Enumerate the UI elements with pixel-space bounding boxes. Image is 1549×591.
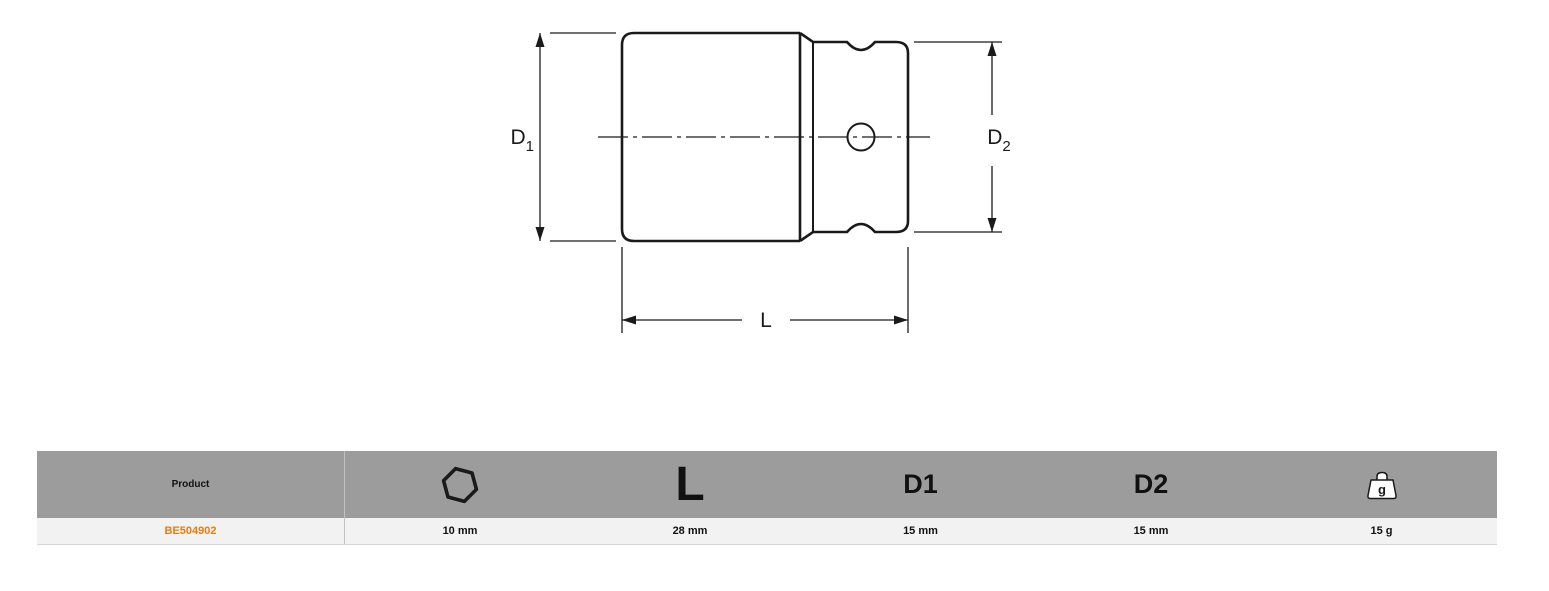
header-weight: g (1266, 451, 1497, 518)
socket-technical-drawing: D1 D2 L (510, 31, 1011, 333)
header-d1: D1 (805, 451, 1036, 518)
d2-dimension-label: D2 (987, 126, 1011, 155)
d2-arrow-down (987, 218, 997, 232)
dimension-arrows (535, 33, 997, 325)
length-dimension-label: L (760, 309, 772, 332)
spec-table-row: BE504902 10 mm 28 mm 15 mm 15 mm 15 g (37, 518, 1497, 545)
spec-table-header: Product L D1 D2 g (37, 451, 1497, 518)
length-value: 28 mm (672, 525, 708, 537)
spec-table: Product L D1 D2 g (37, 451, 1497, 545)
length-cell: 28 mm (575, 518, 805, 544)
dimension-labels: D1 D2 L (510, 126, 1010, 332)
l-arrow-right (894, 315, 908, 325)
socket-outline (620, 31, 910, 243)
hex-size-cell: 10 mm (345, 518, 575, 544)
product-cell: BE504902 (37, 518, 345, 544)
d2-value: 15 mm (1133, 525, 1169, 537)
hex-size-value: 10 mm (442, 525, 478, 537)
d1-cell: 15 mm (805, 518, 1036, 544)
d2-header-label: D2 (1133, 469, 1169, 499)
product-code-link[interactable]: BE504902 (164, 525, 217, 537)
dimension-lines (539, 32, 1002, 333)
ball-hole (846, 122, 876, 152)
d1-arrow-up (535, 33, 545, 47)
d1-header-label: D1 (903, 469, 938, 499)
d2-cell: 15 mm (1036, 518, 1266, 544)
header-d2: D2 (1036, 451, 1266, 518)
header-hex (345, 451, 575, 518)
l-arrow-left (622, 315, 636, 325)
product-header-label: Product (171, 479, 210, 490)
d1-arrow-down (535, 227, 545, 241)
d1-value: 15 mm (903, 525, 938, 537)
d2-arrow-up (987, 42, 997, 56)
d1-dimension-label: D1 (510, 126, 534, 155)
weight-cell: 15 g (1266, 518, 1497, 544)
header-product: Product (37, 451, 345, 518)
hexagon-icon (441, 466, 479, 503)
weight-unit-label: g (1378, 482, 1386, 497)
socket-body-outline (620, 31, 800, 243)
socket-drive-outline (799, 31, 910, 243)
header-length: L (575, 451, 805, 518)
weight-value: 15 g (1370, 525, 1393, 537)
length-header-label: L (675, 457, 705, 511)
weight-icon: g (1366, 471, 1397, 499)
